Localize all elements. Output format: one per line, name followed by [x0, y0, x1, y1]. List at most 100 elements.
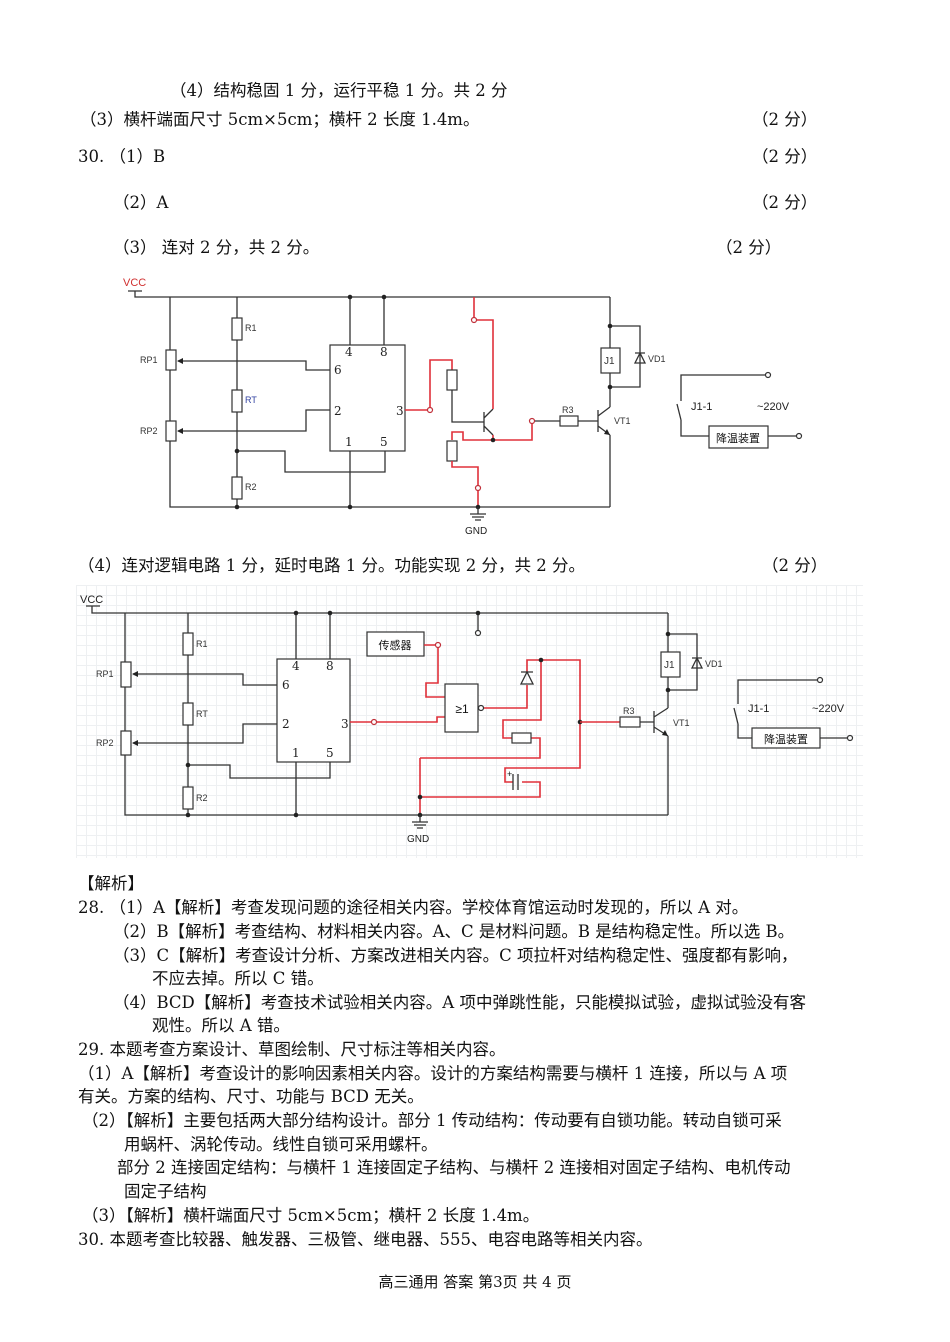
sensor-label: 传感器: [379, 639, 412, 652]
gnd-label: GND: [465, 526, 487, 537]
r1-resistor: [231, 317, 243, 341]
analysis-heading: 【解析】: [78, 874, 144, 893]
analysis-line: 28. （1）A【解析】考查发现问题的途径相关内容。学校体育馆运动时发现的，所以…: [78, 898, 749, 917]
diode: [519, 670, 535, 685]
cooling-device-label: 降温装置: [764, 732, 808, 746]
pin-1-label: 1: [292, 746, 300, 760]
pin-3-label: 3: [396, 404, 404, 418]
rt-thermistor: [182, 702, 194, 726]
circuit-1: VCC RP1 RP2 R1 RT R2 4 8 6 2 3 1 5: [123, 277, 803, 537]
score: （2 分）: [716, 238, 782, 257]
ac-220v-label: ~220V: [812, 703, 845, 715]
analysis-line: （4）BCD【解析】考查技术试验相关内容。A 项中弹跳性能，只能模拟试验，虚拟试…: [113, 993, 806, 1012]
vt1-label: VT1: [673, 718, 690, 728]
analysis-line: （1）A【解析】考查设计的影响因素相关内容。设计的方案结构需要与横杆 1 连接，…: [78, 1064, 788, 1083]
vd1-label: VD1: [705, 659, 723, 669]
analysis-line: 观性。所以 A 错。: [152, 1016, 290, 1035]
resistor: [446, 440, 458, 462]
j1-relay-coil: [660, 651, 681, 678]
cooling-device-label: 降温装置: [716, 431, 760, 445]
analysis-line: 30. 本题考查比较器、触发器、三极管、继电器、555、电容电路等相关内容。: [78, 1230, 653, 1249]
score: （2 分）: [752, 110, 818, 129]
ic-555: [329, 344, 406, 452]
analysis-line: 部分 2 连接固定结构：与横杆 1 连接固定子结构、与横杆 2 连接相对固定子结…: [117, 1158, 791, 1177]
analysis-line: 不应去掉。所以 C 错。: [152, 969, 324, 988]
analysis-line: （2）【解析】主要包括两大部分结构设计。部分 1 传动结构：传动要有自锁功能。转…: [82, 1111, 782, 1130]
j1-label: J1: [604, 356, 615, 367]
j1-1-label: J1-1: [748, 703, 769, 715]
rp2-potentiometer: [120, 730, 132, 756]
pin-2-label: 2: [282, 717, 290, 731]
r1-resistor: [182, 632, 194, 656]
pin-2-label: 2: [334, 404, 342, 418]
vt1-label: VT1: [614, 416, 631, 426]
score: （2 分）: [762, 556, 828, 575]
pin-1-label: 1: [345, 435, 353, 449]
rp2-label: RP2: [140, 426, 158, 436]
r3-label: R3: [623, 706, 635, 716]
rp2-label: RP2: [96, 738, 114, 748]
analysis-line: 用蜗杆、涡轮传动。线性自锁可采用螺杆。: [124, 1135, 438, 1154]
answer-line-30-3: （3） 连对 2 分，共 2 分。: [113, 238, 320, 257]
pin-8-label: 8: [380, 345, 388, 359]
vcc-label: VCC: [80, 594, 103, 606]
ac-220v-label: ~220V: [757, 401, 790, 413]
analysis-line: 有关。方案的结构、尺寸、功能与 BCD 无关。: [78, 1087, 424, 1106]
capacitor-plus-label: +: [507, 769, 512, 779]
analysis-line: 29. 本题考查方案设计、草图绘制、尺寸标注等相关内容。: [78, 1040, 506, 1059]
pin-6-label: 6: [282, 678, 290, 692]
rt-thermistor: [231, 389, 243, 413]
score: （2 分）: [752, 193, 818, 212]
rt-label: RT: [245, 395, 257, 405]
score: （2 分）: [752, 147, 818, 166]
answer-line-29-4: （4）结构稳固 1 分，运行平稳 1 分。共 2 分: [170, 81, 508, 100]
circuit-2: VCC RP1 RP2 R1 RT R2 4 8 6 2 3 1 5 传感器 ≥…: [80, 594, 854, 845]
page-footer: 高三通用 答案 第3页 共 4 页: [378, 1273, 572, 1291]
gate-label: ≥1: [455, 702, 469, 716]
answer-line-30-1: 30. （1）B: [78, 147, 166, 166]
pin-4-label: 4: [292, 659, 300, 673]
rp1-potentiometer: [120, 661, 132, 688]
vd1-diode: [633, 351, 647, 364]
j1-label: J1: [664, 660, 675, 671]
r1-label: R1: [245, 323, 257, 333]
r2-resistor: [231, 476, 243, 500]
vd1-label: VD1: [648, 354, 666, 364]
cooling-device-box: [751, 727, 821, 749]
answer-line-29-3: （3）横杆端面尺寸 5cm×5cm；横杆 2 长度 1.4m。: [80, 110, 480, 129]
pin-3-label: 3: [341, 717, 349, 731]
r2-resistor: [182, 786, 194, 810]
cooling-device-box: [708, 425, 769, 449]
ic-555: [276, 658, 351, 763]
r1-label: R1: [196, 639, 208, 649]
pin-4-label: 4: [345, 345, 353, 359]
analysis-line: （2）B【解析】考查结构、材料相关内容。A、C 是材料问题。B 是结构稳定性。所…: [113, 922, 795, 941]
pin-8-label: 8: [326, 659, 334, 673]
resistor: [511, 732, 532, 744]
answer-line-30-4: （4）连对逻辑电路 1 分，延时电路 1 分。功能实现 2 分，共 2 分。: [78, 556, 585, 575]
analysis-line: 固定子结构: [124, 1182, 207, 1201]
r3-resistor: [619, 716, 641, 728]
vd1-diode: [690, 656, 704, 669]
answer-line-30-2: （2）A: [113, 193, 169, 212]
rp1-label: RP1: [140, 355, 158, 365]
j1-relay-coil: [600, 347, 621, 374]
rp1-label: RP1: [96, 669, 114, 679]
gnd-label: GND: [407, 834, 429, 845]
r3-label: R3: [562, 405, 574, 415]
rt-label: RT: [196, 709, 208, 719]
j1-1-label: J1-1: [691, 401, 712, 413]
rp2-potentiometer: [165, 420, 177, 442]
resistor: [446, 369, 458, 391]
pin-5-label: 5: [326, 746, 334, 760]
r2-label: R2: [196, 793, 208, 803]
pin-5-label: 5: [380, 435, 388, 449]
rp1-potentiometer: [165, 349, 177, 371]
analysis-line: （3）C【解析】考查设计分析、方案改进相关内容。C 项拉杆对结构稳定性、强度都有…: [113, 946, 798, 965]
sensor-box: [366, 631, 425, 657]
pin-6-label: 6: [334, 363, 342, 377]
analysis-line: （3）【解析】横杆端面尺寸 5cm×5cm；横杆 2 长度 1.4m。: [82, 1206, 540, 1225]
r3-resistor: [559, 415, 579, 427]
r2-label: R2: [245, 482, 257, 492]
